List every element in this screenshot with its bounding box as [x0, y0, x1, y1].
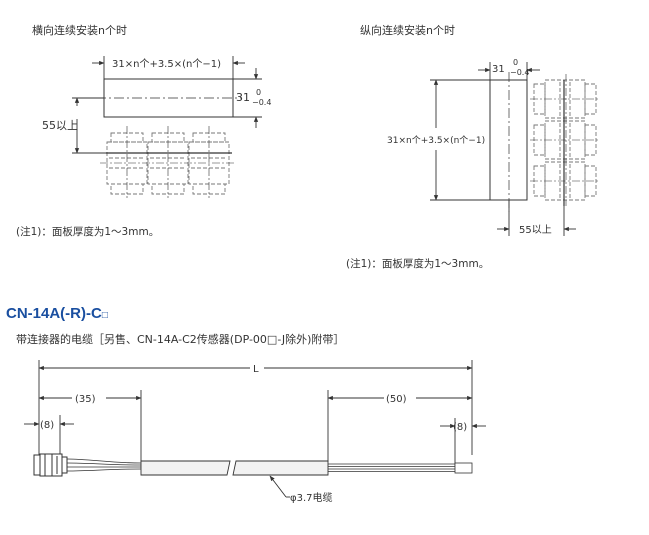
cable-label-leader: [269, 475, 287, 498]
cable-section-subtitle: 带连接器的电缆［另售、CN-14A-C2传感器(DP-00□-J除外)附带］: [16, 333, 345, 346]
horizontal-width-label: 31×n个+3.5×(n个−1): [112, 58, 221, 70]
horizontal-height-label: 31: [236, 91, 250, 104]
cable-diameter-label: φ3.7电缆: [290, 491, 333, 504]
horizontal-sensor-centerlines: [100, 126, 236, 198]
dim-50-label: (50): [386, 394, 407, 405]
cable-section-title: CN-14A(-R)-C□: [6, 305, 108, 322]
vertical-sensor-centerlines: [530, 74, 600, 206]
dim-8-right-label: (8): [453, 422, 467, 433]
dim-8-left-label: (8): [40, 420, 54, 431]
horizontal-note: (注1)：面板厚度为1～3mm。: [16, 226, 160, 238]
vertical-depth-label: 55以上: [519, 224, 552, 236]
cable-sheath-segment-left: [140, 460, 231, 476]
cable-sheath-segment-right: [232, 460, 329, 476]
horizontal-depth-label: 55以上: [42, 119, 78, 132]
cable-conductors: [328, 463, 472, 472]
model-suffix-box: □: [101, 310, 108, 321]
horizontal-mount-title: 横向连续安装n个时: [32, 24, 127, 37]
vertical-width-tol-upper: 0: [513, 58, 518, 67]
horizontal-mount-diagram: [72, 56, 262, 198]
connector-wires: [66, 458, 142, 472]
cable-end-tip: [454, 462, 473, 474]
horizontal-height-tol-lower: −0.4: [252, 98, 271, 107]
dim-35-label: (35): [75, 394, 96, 405]
vertical-panel-cutout: [489, 79, 528, 201]
vertical-mount-diagram: [430, 62, 600, 236]
horizontal-height-tol-upper: 0: [256, 88, 261, 97]
vertical-mount-title: 纵向连续安装n个时: [360, 24, 455, 37]
cable-model-name: CN-14A(-R)-C: [6, 305, 102, 322]
vertical-width-label: 31: [492, 64, 505, 75]
dim-L-label: L: [253, 364, 259, 375]
cable-connector: [33, 453, 68, 477]
vertical-height-label: 31×n个+3.5×(n个−1): [387, 135, 485, 146]
cable-diagram: [24, 360, 486, 498]
vertical-width-tol-lower: −0.4: [510, 68, 529, 77]
vertical-note: (注1)：面板厚度为1～3mm。: [346, 258, 490, 270]
